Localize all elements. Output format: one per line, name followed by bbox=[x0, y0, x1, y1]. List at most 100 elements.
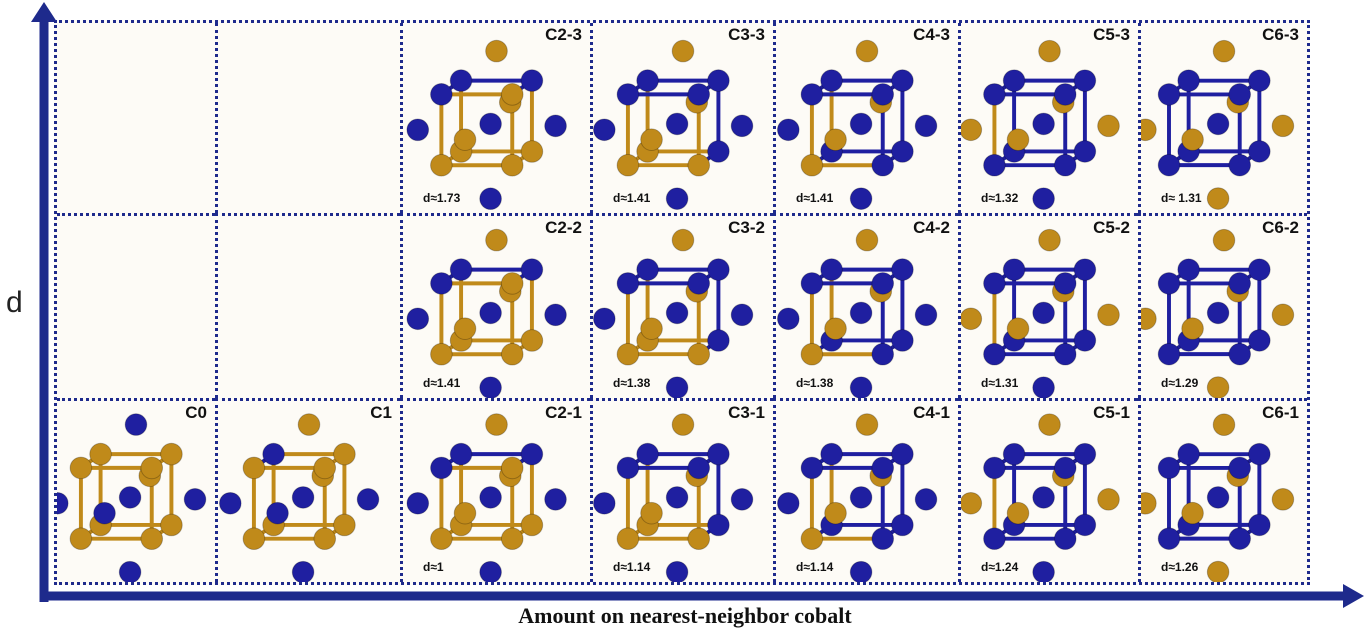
metal-atom bbox=[1271, 114, 1295, 138]
metal-atom bbox=[453, 317, 477, 340]
metal-atom bbox=[69, 456, 93, 480]
cobalt-atom bbox=[1032, 376, 1055, 398]
cobalt-atom bbox=[1157, 272, 1181, 295]
cobalt-atom bbox=[1073, 329, 1097, 352]
cobalt-atom bbox=[891, 69, 914, 92]
cobalt-atom bbox=[1002, 442, 1026, 466]
crystal-structure bbox=[1141, 228, 1295, 398]
metal-atom bbox=[687, 527, 711, 551]
crystal-structure bbox=[1141, 413, 1295, 582]
metal-atom bbox=[500, 153, 524, 177]
distance-label: d≈1.38 bbox=[613, 376, 651, 390]
cobalt-atom bbox=[1073, 140, 1097, 163]
metal-atom bbox=[800, 527, 824, 551]
distance-label: d≈1.38 bbox=[796, 376, 834, 390]
structure-label: C4-3 bbox=[913, 25, 950, 44]
cobalt-atom bbox=[800, 456, 824, 480]
cobalt-atom bbox=[183, 488, 207, 511]
metal-atom bbox=[1006, 317, 1030, 340]
cobalt-atom bbox=[1157, 527, 1181, 550]
cobalt-atom bbox=[291, 560, 315, 582]
metal-atom bbox=[1212, 413, 1236, 437]
structure-label: C0 bbox=[185, 403, 207, 422]
metal-atom bbox=[640, 317, 663, 340]
metal-atom bbox=[855, 413, 879, 436]
cobalt-atom bbox=[983, 83, 1006, 106]
metal-atom bbox=[1097, 488, 1120, 511]
metal-atom bbox=[333, 442, 356, 466]
metal-atom bbox=[313, 527, 337, 551]
cobalt-atom bbox=[1248, 69, 1271, 92]
cobalt-atom bbox=[430, 83, 453, 106]
metal-atom bbox=[89, 442, 112, 466]
cobalt-atom bbox=[124, 413, 148, 436]
structure-label: C6-1 bbox=[1262, 403, 1299, 422]
cobalt-atom bbox=[1228, 153, 1252, 177]
cobalt-atom bbox=[707, 258, 730, 281]
metal-atom bbox=[140, 527, 164, 551]
cobalt-atom bbox=[983, 342, 1006, 366]
cobalt-atom bbox=[1002, 258, 1026, 281]
distance-label: d≈1.29 bbox=[1161, 376, 1199, 390]
cobalt-atom bbox=[479, 486, 502, 509]
cobalt-atom bbox=[871, 527, 895, 551]
cobalt-atom bbox=[849, 376, 873, 398]
cobalt-atom bbox=[1206, 112, 1230, 136]
cobalt-atom bbox=[871, 342, 895, 366]
cobalt-atom bbox=[406, 118, 430, 142]
cobalt-atom bbox=[914, 114, 938, 138]
cobalt-atom bbox=[1157, 153, 1181, 177]
distance-label: d≈1 bbox=[423, 560, 444, 574]
metal-atom bbox=[800, 342, 824, 366]
cobalt-atom bbox=[1228, 456, 1252, 480]
crystal-structure bbox=[961, 39, 1120, 210]
cobalt-atom bbox=[1228, 272, 1252, 295]
metal-atom bbox=[1097, 303, 1120, 327]
metal-atom bbox=[855, 39, 879, 63]
crystal-structure bbox=[776, 39, 938, 210]
cobalt-atom bbox=[730, 488, 754, 511]
metal-atom bbox=[1006, 128, 1030, 151]
metal-atom bbox=[800, 153, 824, 177]
cobalt-atom bbox=[1073, 513, 1097, 537]
metal-atom bbox=[1038, 228, 1061, 252]
cobalt-atom bbox=[687, 83, 711, 106]
cobalt-atom bbox=[891, 140, 914, 163]
metal-atom bbox=[430, 153, 453, 177]
cobalt-atom bbox=[891, 258, 914, 281]
cobalt-atom bbox=[479, 376, 502, 398]
metal-atom bbox=[1206, 376, 1230, 398]
metal-atom bbox=[1141, 118, 1157, 142]
metal-atom bbox=[485, 39, 508, 63]
cobalt-atom bbox=[636, 69, 659, 92]
metal-atom bbox=[1181, 128, 1204, 151]
cobalt-atom bbox=[406, 491, 430, 515]
structure-label: C6-3 bbox=[1262, 25, 1299, 44]
distance-label: d≈1.41 bbox=[613, 191, 651, 205]
metal-atom bbox=[616, 342, 640, 366]
metal-atom bbox=[1271, 488, 1295, 511]
cobalt-atom bbox=[1002, 69, 1026, 92]
cobalt-atom bbox=[291, 486, 315, 509]
metal-atom bbox=[640, 501, 663, 525]
cobalt-atom bbox=[891, 329, 914, 352]
cobalt-atom bbox=[593, 491, 616, 515]
cobalt-atom bbox=[1032, 560, 1055, 582]
cobalt-atom bbox=[1032, 112, 1055, 136]
cobalt-atom bbox=[1248, 258, 1271, 281]
cobalt-atom bbox=[871, 153, 895, 177]
cobalt-atom bbox=[665, 376, 689, 398]
metal-atom bbox=[1141, 491, 1157, 515]
cobalt-atom bbox=[820, 442, 843, 466]
metal-atom bbox=[1181, 317, 1204, 340]
cobalt-atom bbox=[914, 303, 938, 327]
cobalt-atom bbox=[1032, 301, 1055, 325]
empty-cell bbox=[215, 23, 400, 213]
